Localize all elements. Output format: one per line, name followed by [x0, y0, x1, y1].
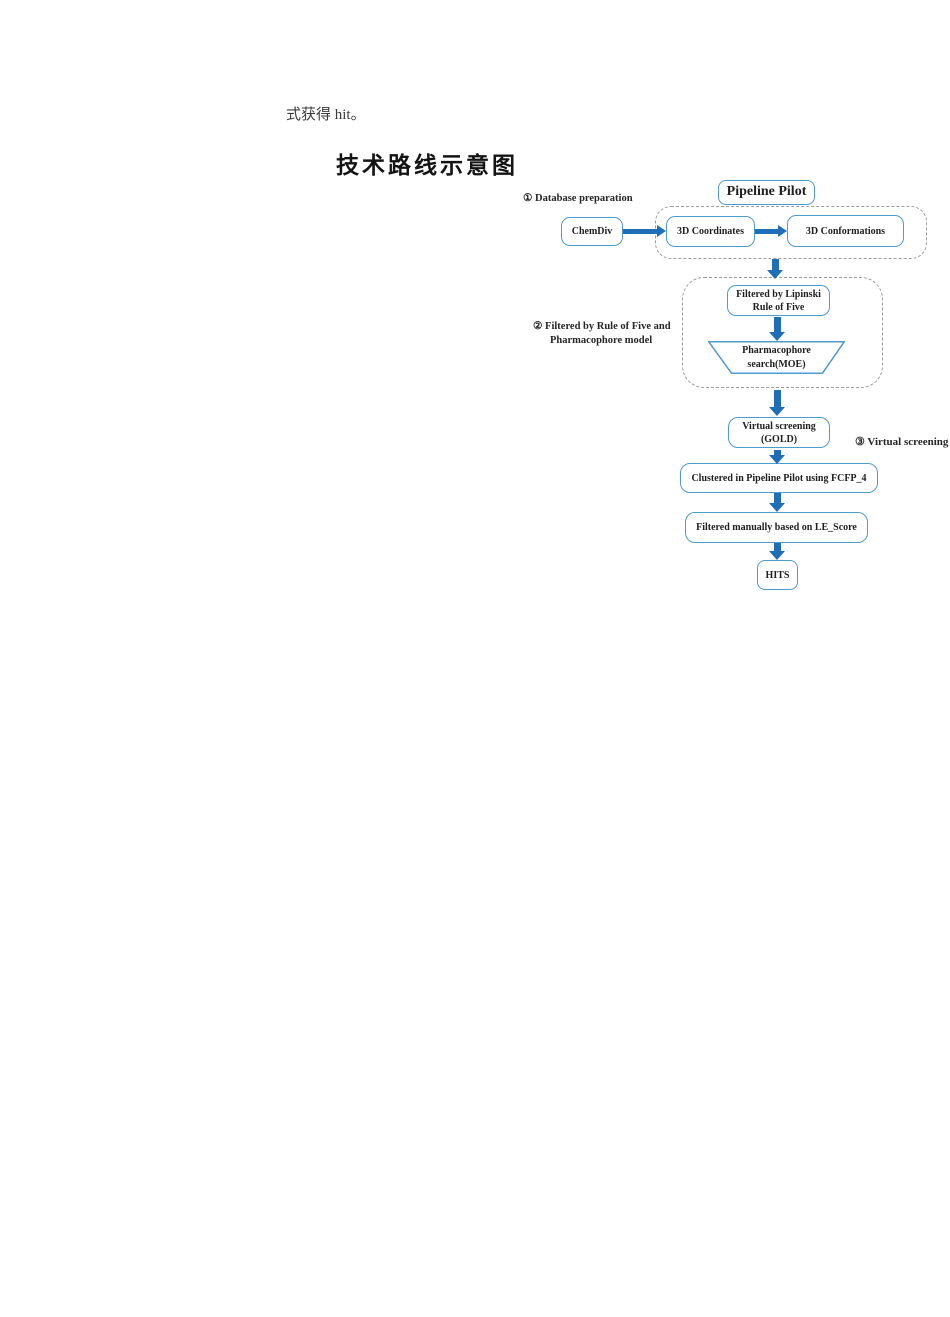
step3-text: ③ Virtual screening	[855, 436, 949, 448]
arrow-shaft	[773, 543, 781, 551]
step2-line2: Pharmacophore model	[550, 334, 653, 346]
flow-arrow-down-icon	[769, 543, 785, 560]
flow-arrow-down-icon	[769, 493, 785, 512]
flow-arrow-down-icon	[767, 259, 783, 279]
node-3d-coordinates: 3D Coordinates	[666, 216, 755, 247]
arrow-shaft	[773, 390, 781, 407]
arrow-head	[769, 455, 785, 464]
node-pharmacophore-line2: search(MOE)	[747, 358, 806, 370]
arrow-shaft	[773, 493, 781, 503]
step-label-virtual-screening: ③ Virtual screening	[855, 435, 948, 449]
node-pipeline-pilot: Pipeline Pilot	[718, 180, 815, 205]
node-filtered-manually: Filtered manually based on LE_Score	[685, 512, 868, 543]
node-clustered: Clustered in Pipeline Pilot using FCFP_4	[680, 463, 878, 493]
node-virtual-screening: Virtual screening (GOLD)	[728, 417, 830, 448]
arrow-head	[778, 225, 787, 237]
flow-arrow-down-icon	[769, 390, 785, 416]
arrow-head	[657, 225, 666, 237]
node-pharmacophore-line1: Pharmacophore	[742, 345, 811, 356]
node-chemdiv-label: ChemDiv	[571, 226, 613, 237]
step-label-filtering: ② Filtered by Rule of Five and Pharmacop…	[533, 320, 671, 347]
flow-arrow-down-icon	[769, 317, 785, 341]
node-pharmacophore-search: Pharmacophore search(MOE)	[708, 341, 845, 374]
arrow-head	[769, 407, 785, 416]
intro-text: 式获得 hit。	[286, 107, 366, 123]
node-virtual-screening-line1: Virtual screening	[742, 420, 816, 432]
step2-line1: ② Filtered by Rule of Five and	[533, 321, 671, 332]
arrow-shaft	[755, 228, 778, 234]
arrow-head	[769, 551, 785, 560]
node-lipinski-line2: Rule of Five	[752, 301, 805, 313]
flow-arrow-right-icon	[755, 224, 787, 238]
step1-text: ① Database preparation	[523, 193, 633, 204]
node-pipeline-pilot-label: Pipeline Pilot	[726, 184, 807, 200]
page-title: 技术路线示意图	[336, 152, 518, 178]
arrow-head	[769, 332, 785, 341]
node-clustered-label: Clustered in Pipeline Pilot using FCFP_4	[691, 472, 867, 484]
node-lipinski-filter: Filtered by Lipinski Rule of Five	[727, 285, 830, 316]
arrow-shaft	[623, 228, 657, 234]
arrow-head	[769, 503, 785, 512]
node-filtered-manually-label: Filtered manually based on LE_Score	[696, 522, 857, 533]
arrow-shaft	[771, 259, 779, 270]
step-label-database-preparation: ① Database preparation	[523, 192, 633, 206]
node-virtual-screening-line2: (GOLD)	[760, 433, 798, 445]
node-lipinski-line1: Filtered by Lipinski	[736, 288, 821, 300]
arrow-head	[767, 270, 783, 279]
node-chemdiv: ChemDiv	[561, 217, 623, 246]
node-hits: HITS	[757, 560, 798, 590]
arrow-shaft	[773, 317, 781, 332]
node-3d-coordinates-label: 3D Coordinates	[677, 226, 744, 237]
node-3d-conformations: 3D Conformations	[787, 215, 904, 247]
node-3d-conformations-label: 3D Conformations	[805, 225, 886, 237]
arrow-shaft	[773, 450, 781, 455]
flow-arrow-right-icon	[623, 224, 666, 238]
node-hits-label: HITS	[765, 569, 790, 581]
flow-arrow-down-icon	[769, 450, 785, 464]
trapezoid-shape	[708, 341, 845, 374]
